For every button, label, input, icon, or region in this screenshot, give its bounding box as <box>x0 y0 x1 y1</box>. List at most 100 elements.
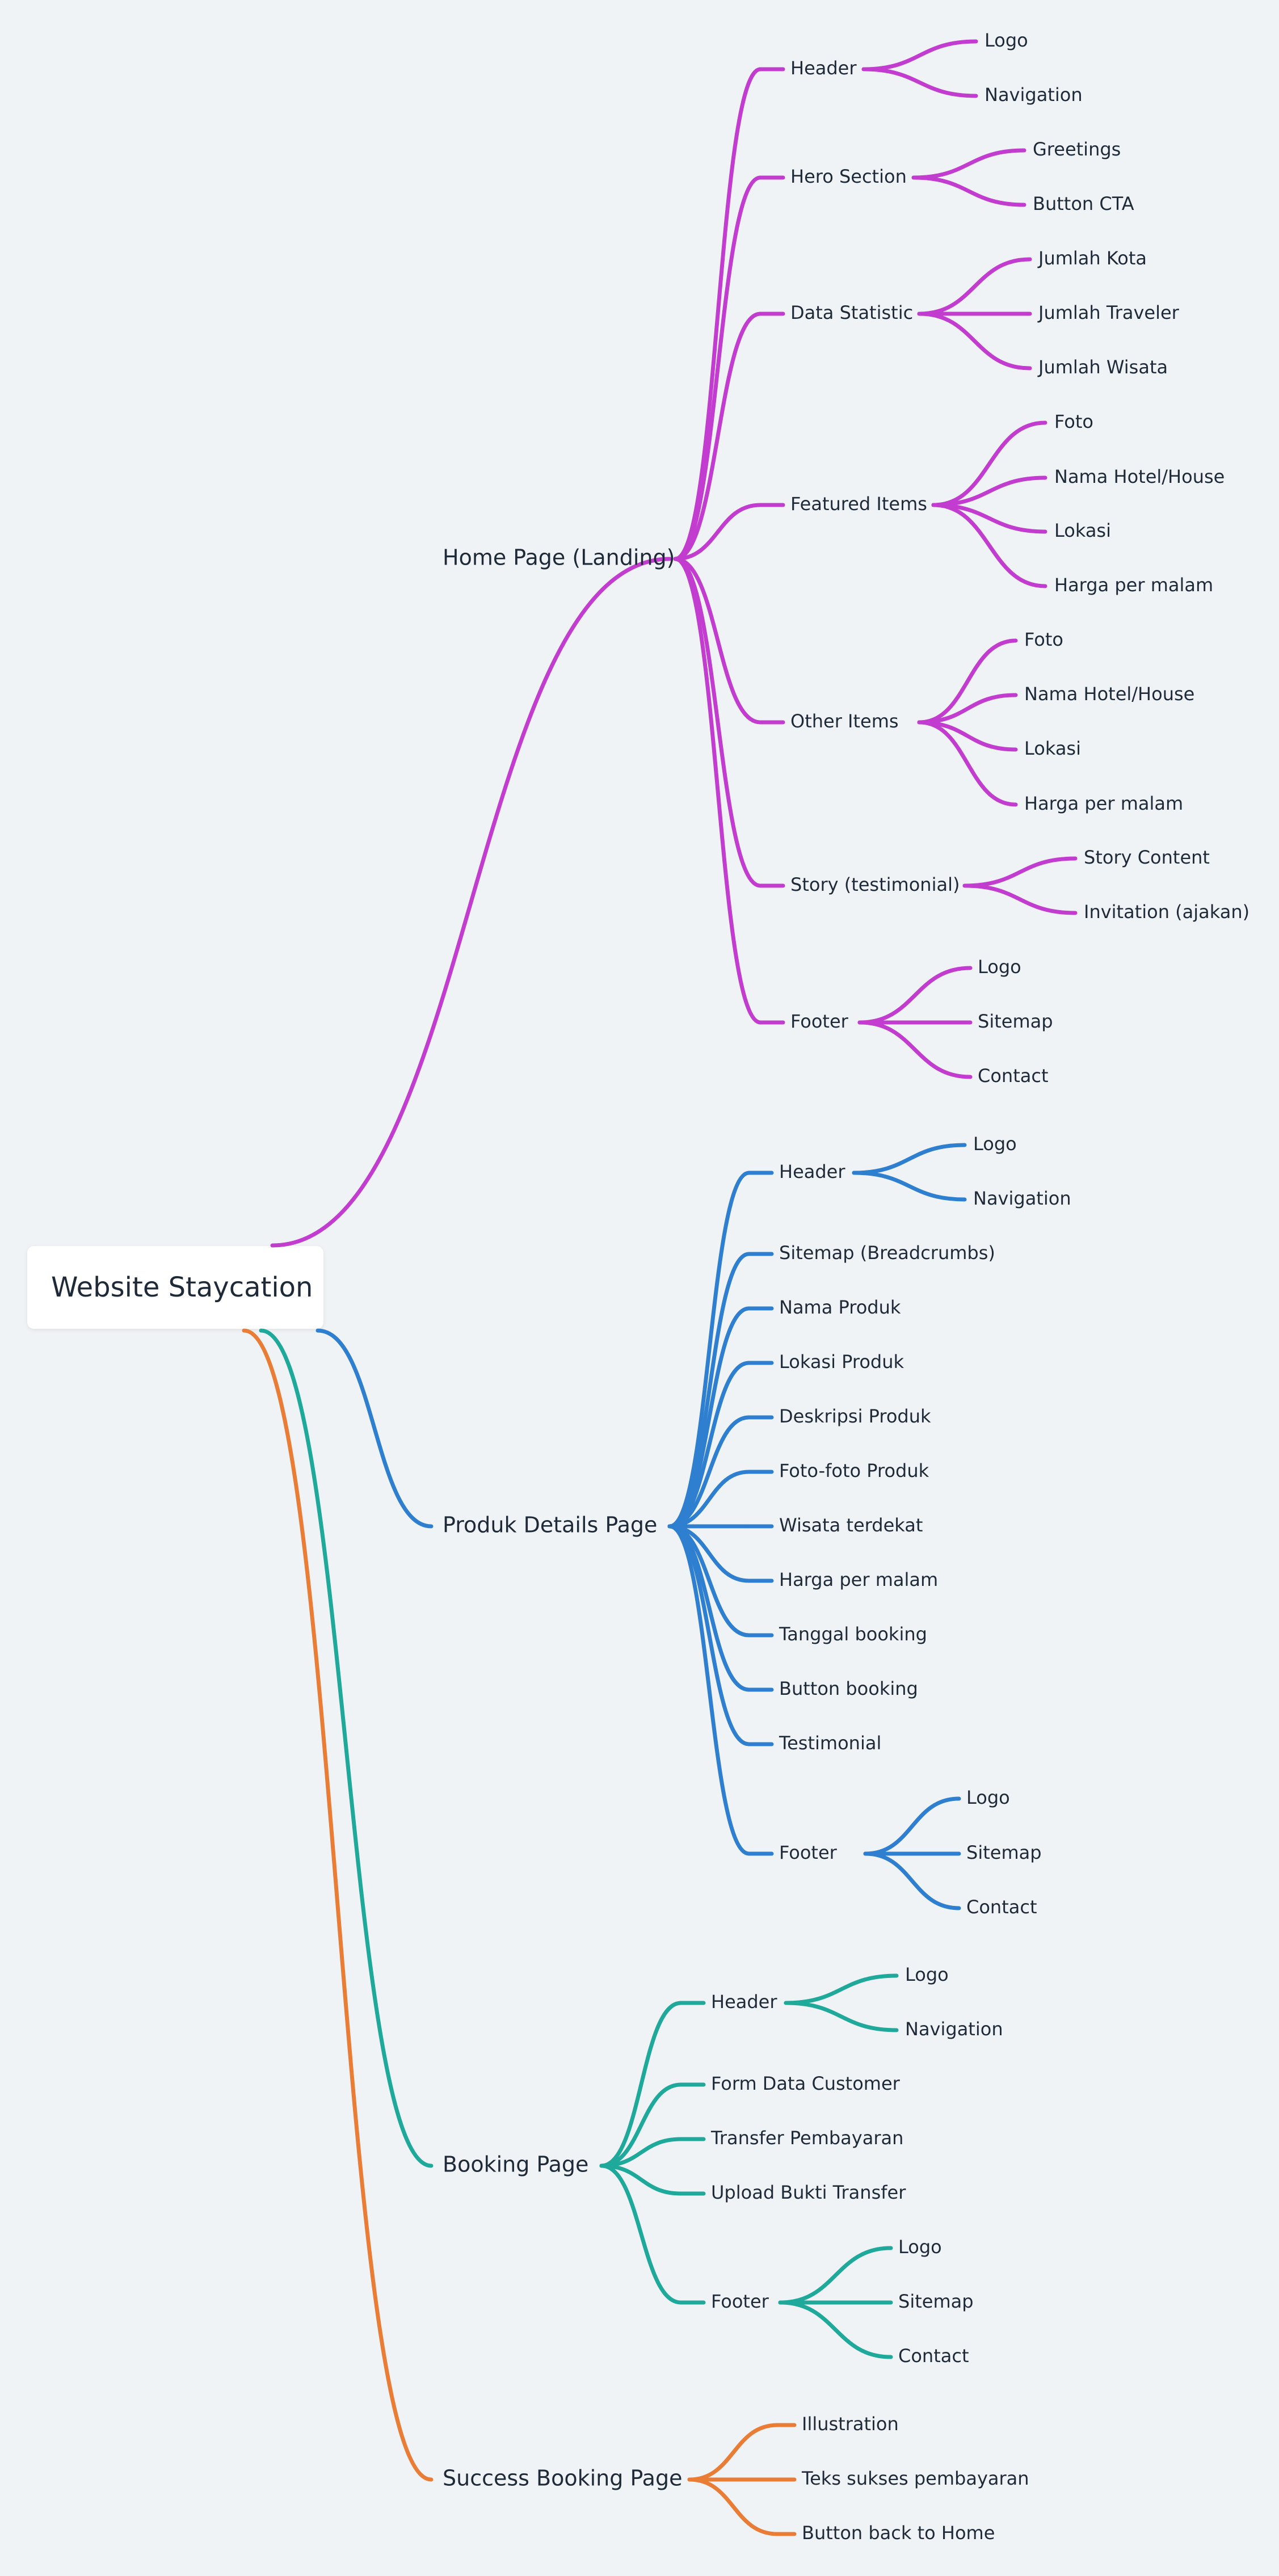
edge-home-page-landing-0 <box>673 67 763 561</box>
node-produk-details-page-foto-foto-produk[interactable]: Foto-foto Produk <box>779 1460 929 1481</box>
node-produk-details-page-testimonial[interactable]: Testimonial <box>779 1732 881 1754</box>
node-produk-details-page-lokasi-produk[interactable]: Lokasi Produk <box>779 1351 904 1373</box>
node-home-page-landing-hero-section[interactable]: Hero Section <box>790 166 907 187</box>
node-booking-page-footer[interactable]: Footer <box>711 2291 769 2312</box>
branch-produk-details-page[interactable]: Produk Details Page <box>443 1513 657 1538</box>
node-success-booking-page-illustration[interactable]: Illustration <box>802 2413 899 2435</box>
leaf-home-page-landing-header-navigation[interactable]: Navigation <box>985 84 1083 106</box>
edge-booking-page-0-1 <box>784 2001 899 2032</box>
edge-produk-details-page-0-1 <box>852 1171 967 1202</box>
edge-produk-details-page-4 <box>667 1415 751 1529</box>
node-success-booking-page-button-back-to-home[interactable]: Button back to Home <box>802 2522 995 2544</box>
leaf-produk-details-page-header-navigation[interactable]: Navigation <box>973 1188 1071 1209</box>
edge-produk-details-page-0-0 <box>852 1143 967 1175</box>
node-produk-details-page-footer[interactable]: Footer <box>779 1842 838 1863</box>
edge-booking-page-0-0 <box>784 1973 899 2005</box>
node-produk-details-page-nama-produk[interactable]: Nama Produk <box>779 1297 901 1318</box>
leaf-home-page-landing-footer-contact[interactable]: Contact <box>978 1065 1049 1087</box>
edge-home-page-landing-1-1 <box>911 175 1026 207</box>
leaf-home-page-landing-other-items-foto[interactable]: Foto <box>1024 629 1063 650</box>
edge-home-page-landing-4-3 <box>917 720 1018 807</box>
edge-produk-details-page-1 <box>667 1252 751 1529</box>
leaf-booking-page-footer-logo[interactable]: Logo <box>898 2236 942 2258</box>
leaf-home-page-landing-other-items-harga-per-malam[interactable]: Harga per malam <box>1024 793 1183 814</box>
edge-booking-page-0 <box>599 2001 683 2168</box>
leaf-home-page-landing-footer-logo[interactable]: Logo <box>978 956 1021 978</box>
node-home-page-landing-data-statistic[interactable]: Data Statistic <box>790 302 913 323</box>
edge-booking-page-2 <box>599 2137 683 2168</box>
leaf-home-page-landing-data-statistic-jumlah-traveler[interactable]: Jumlah Traveler <box>1037 302 1180 323</box>
edge-root-success-booking-page <box>242 1328 434 2482</box>
leaf-booking-page-header-logo[interactable]: Logo <box>905 1964 949 1985</box>
leaf-booking-page-footer-contact[interactable]: Contact <box>898 2345 969 2367</box>
edge-home-page-landing-5-0 <box>962 856 1078 888</box>
node-produk-details-page-deskripsi-produk[interactable]: Deskripsi Produk <box>779 1405 931 1427</box>
edge-produk-details-page-3 <box>667 1361 751 1529</box>
edge-home-page-landing-1 <box>673 175 763 561</box>
leaf-produk-details-page-footer-contact[interactable]: Contact <box>966 1896 1037 1918</box>
node-produk-details-page-harga-per-malam[interactable]: Harga per malam <box>779 1569 938 1590</box>
edge-booking-page-3 <box>599 2163 683 2196</box>
edge-produk-details-page-10 <box>667 1524 751 1746</box>
edge-booking-page-1 <box>599 2082 683 2168</box>
node-home-page-landing-header[interactable]: Header <box>790 57 857 79</box>
edge-home-page-landing-3-2 <box>931 503 1047 534</box>
edge-home-page-landing-2-2 <box>917 312 1032 371</box>
leaf-home-page-landing-story-testimonial-story-content[interactable]: Story Content <box>1084 847 1210 868</box>
branch-home-page-landing[interactable]: Home Page (Landing) <box>443 545 675 570</box>
node-booking-page-upload-bukti-transfer[interactable]: Upload Bukti Transfer <box>711 2182 906 2203</box>
node-booking-page-transfer-pembayaran[interactable]: Transfer Pembayaran <box>710 2127 903 2149</box>
edge-produk-details-page-11-0 <box>863 1796 961 1856</box>
edge-success-booking-page-0 <box>687 2423 780 2482</box>
edge-home-page-landing-3-0 <box>931 420 1047 507</box>
leaf-home-page-landing-footer-sitemap[interactable]: Sitemap <box>978 1011 1053 1032</box>
leaf-home-page-landing-hero-section-greetings[interactable]: Greetings <box>1033 138 1121 160</box>
leaf-home-page-landing-featured-items-harga-per-malam[interactable]: Harga per malam <box>1054 574 1213 596</box>
edge-produk-details-page-11-2 <box>863 1851 961 1910</box>
leaf-produk-details-page-header-logo[interactable]: Logo <box>973 1133 1017 1155</box>
branch-booking-page[interactable]: Booking Page <box>443 2152 588 2177</box>
edge-home-page-landing-4 <box>673 557 763 725</box>
leaf-produk-details-page-footer-sitemap[interactable]: Sitemap <box>966 1842 1042 1863</box>
leaf-home-page-landing-hero-section-button-cta[interactable]: Button CTA <box>1033 193 1134 214</box>
edge-home-page-landing-6-0 <box>857 966 973 1025</box>
edge-home-page-landing-1-0 <box>911 148 1026 180</box>
node-produk-details-page-header[interactable]: Header <box>779 1161 845 1182</box>
edge-home-page-landing-4-1 <box>917 693 1018 725</box>
edge-home-page-landing-5-1 <box>962 883 1078 915</box>
branch-success-booking-page[interactable]: Success Booking Page <box>443 2466 682 2491</box>
leaf-home-page-landing-other-items-lokasi[interactable]: Lokasi <box>1024 738 1081 759</box>
leaf-home-page-landing-other-items-nama-hotel-house[interactable]: Nama Hotel/House <box>1024 683 1194 705</box>
edge-booking-page-4-2 <box>778 2300 893 2359</box>
leaf-booking-page-header-navigation[interactable]: Navigation <box>905 2018 1003 2040</box>
edge-booking-page-4-0 <box>778 2246 893 2305</box>
node-booking-page-form-data-customer[interactable]: Form Data Customer <box>711 2073 901 2094</box>
leaf-home-page-landing-data-statistic-jumlah-kota[interactable]: Jumlah Kota <box>1037 247 1147 269</box>
node-produk-details-page-sitemap-breadcrumbs[interactable]: Sitemap (Breadcrumbs) <box>779 1242 995 1264</box>
leaf-produk-details-page-footer-logo[interactable]: Logo <box>966 1787 1010 1808</box>
node-home-page-landing-featured-items[interactable]: Featured Items <box>790 493 927 515</box>
leaf-home-page-landing-story-testimonial-invitation-ajakan[interactable]: Invitation (ajakan) <box>1084 901 1249 923</box>
leaf-home-page-landing-featured-items-lokasi[interactable]: Lokasi <box>1054 520 1111 541</box>
node-home-page-landing-story-testimonial[interactable]: Story (testimonial) <box>790 874 960 895</box>
edge-success-booking-page-2 <box>687 2477 780 2536</box>
leaf-home-page-landing-data-statistic-jumlah-wisata[interactable]: Jumlah Wisata <box>1037 356 1168 378</box>
edge-root-produk-details-page <box>315 1328 434 1529</box>
node-produk-details-page-wisata-terdekat[interactable]: Wisata terdekat <box>779 1514 923 1536</box>
node-booking-page-header[interactable]: Header <box>711 1991 777 2013</box>
node-produk-details-page-button-booking[interactable]: Button booking <box>779 1678 918 1699</box>
node-home-page-landing-other-items[interactable]: Other Items <box>790 710 899 732</box>
leaf-home-page-landing-header-logo[interactable]: Logo <box>985 30 1028 51</box>
leaf-home-page-landing-featured-items-nama-hotel-house[interactable]: Nama Hotel/House <box>1054 466 1225 487</box>
node-success-booking-page-teks-sukses-pembayaran[interactable]: Teks sukses pembayaran <box>801 2468 1029 2489</box>
node-produk-details-page-tanggal-booking[interactable]: Tanggal booking <box>779 1623 927 1645</box>
leaf-home-page-landing-featured-items-foto[interactable]: Foto <box>1054 411 1093 432</box>
edge-home-page-landing-2-0 <box>917 257 1032 316</box>
edge-home-page-landing-4-2 <box>917 720 1018 752</box>
leaf-booking-page-footer-sitemap[interactable]: Sitemap <box>898 2291 974 2312</box>
root-label: Website Staycation <box>51 1272 313 1303</box>
edge-home-page-landing-3-1 <box>931 475 1047 507</box>
root-node[interactable]: Website Staycation <box>27 1246 323 1329</box>
node-home-page-landing-footer[interactable]: Footer <box>790 1011 849 1032</box>
